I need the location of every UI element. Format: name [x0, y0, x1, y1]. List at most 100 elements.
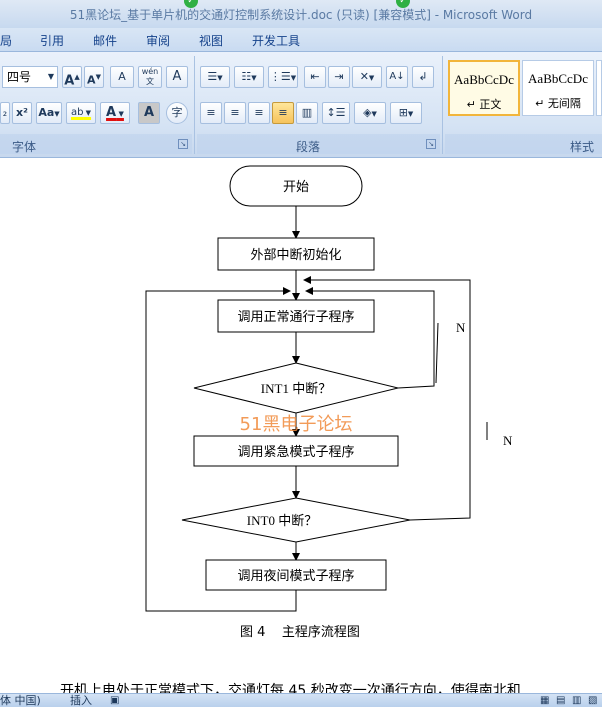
- window-title: 51黑论坛_基于单片机的交通灯控制系统设计.doc (只读) [兼容模式] - …: [69, 8, 533, 22]
- style-no-spacing-sample: AaBbCcDc: [528, 71, 588, 86]
- superscript-button[interactable]: x²: [12, 102, 32, 124]
- main-loop-back: [145, 287, 297, 612]
- night-mode-label: 调用夜间模式子程序: [237, 569, 354, 584]
- highlight-button[interactable]: ab ▼: [66, 102, 96, 124]
- view-full-screen-icon[interactable]: ▤: [556, 695, 566, 706]
- status-language[interactable]: 体 中国): [0, 694, 41, 707]
- paragraph-group-label: 段落: [296, 140, 321, 154]
- document-page[interactable]: 开始 外部中断初始化 调用正常通行子程序 INT1 中断？ N 51黑电子论坛 …: [0, 158, 602, 693]
- style-normal-sample: AaBbCcDc: [454, 72, 514, 87]
- font-dialog-launcher-icon[interactable]: ↘: [178, 139, 188, 149]
- decrease-indent-button[interactable]: ⇤: [304, 66, 326, 88]
- init-box: [217, 237, 375, 271]
- styles-group-label: 样式: [570, 140, 595, 154]
- style-no-spacing[interactable]: AaBbCcDc ↵ 无间隔: [522, 60, 594, 116]
- char-border-button[interactable]: A: [166, 66, 188, 88]
- quick-access-check-icon[interactable]: ✓: [184, 0, 198, 8]
- style-next[interactable]: [596, 60, 602, 116]
- bullets-button[interactable]: ☰▼: [200, 66, 230, 88]
- align-center-button[interactable]: ≡: [224, 102, 246, 124]
- shrink-font-button[interactable]: A▼: [84, 66, 104, 88]
- style-normal-name: ↵ 正文: [466, 98, 502, 111]
- body-paragraph[interactable]: 开机上电处于正常模式下，交通灯每 45 秒改变一次通行方向，使得南北和: [60, 683, 521, 693]
- chevron-down-icon: ▼: [47, 72, 54, 81]
- clear-format-label: A: [118, 70, 126, 83]
- clear-format-button[interactable]: A: [110, 66, 134, 88]
- paragraph-dialog-launcher-icon[interactable]: ↘: [426, 139, 436, 149]
- normal-mode-box: [217, 299, 375, 333]
- watermark-text: 51黑电子论坛: [240, 414, 353, 435]
- tab-view[interactable]: 视图: [199, 34, 224, 48]
- flowchart: 开始 外部中断初始化 调用正常通行子程序 INT1 中断？ N 51黑电子论坛 …: [145, 165, 513, 640]
- shrink-font-label: A: [87, 73, 96, 87]
- show-marks-button[interactable]: ↲: [412, 66, 434, 88]
- style-normal[interactable]: AaBbCcDc ↵ 正文: [448, 60, 520, 116]
- group-separator: [194, 56, 195, 154]
- int1-no-label: N: [456, 320, 466, 335]
- status-insert-mode[interactable]: 插入: [70, 694, 92, 707]
- change-case-button[interactable]: Aa▼: [36, 102, 62, 124]
- view-web-layout-icon[interactable]: ▥: [572, 695, 582, 706]
- start-label: 开始: [283, 180, 309, 195]
- font-size-combo[interactable]: 四号 ▼: [2, 66, 58, 88]
- font-size-value: 四号: [7, 70, 32, 84]
- tab-mailings[interactable]: 邮件: [93, 34, 118, 48]
- font-group-footer: [0, 134, 192, 154]
- styles-group-footer: [445, 134, 602, 154]
- quick-access-check-icon-2[interactable]: ✓: [396, 0, 410, 8]
- line-spacing-button[interactable]: ↕☰: [322, 102, 350, 124]
- justify-button[interactable]: ≡: [272, 102, 294, 124]
- char-shading-button[interactable]: A: [138, 102, 160, 124]
- shading-button[interactable]: ◈▼: [354, 102, 386, 124]
- tab-developer[interactable]: 开发工具: [252, 34, 301, 48]
- int1-no-loop: [305, 287, 435, 389]
- int0-no-label: N: [503, 433, 513, 448]
- normal-mode-label: 调用正常通行子程序: [237, 310, 354, 325]
- tab-layout[interactable]: 局: [0, 34, 13, 48]
- tab-review[interactable]: 审阅: [146, 34, 171, 48]
- title-bar: ✓ ✓ 51黑论坛_基于单片机的交通灯控制系统设计.doc (只读) [兼容模式…: [0, 0, 602, 28]
- numbering-button[interactable]: ☷▼: [234, 66, 264, 88]
- borders-button[interactable]: ⊞▼: [390, 102, 422, 124]
- emergency-mode-label: 调用紧急模式子程序: [237, 445, 354, 460]
- int1-label: INT1 中断？: [261, 381, 331, 396]
- grow-font-label: A: [64, 73, 75, 88]
- grow-font-button[interactable]: A▲: [62, 66, 82, 88]
- int0-label: INT0 中断？: [247, 513, 317, 528]
- font-color-label: A: [106, 105, 117, 120]
- tab-references[interactable]: 引用: [40, 34, 65, 48]
- change-case-label: Aa: [38, 106, 55, 119]
- increase-indent-button[interactable]: ⇥: [328, 66, 350, 88]
- font-color-button[interactable]: A ▼: [100, 102, 130, 124]
- enclose-char-label: 字: [171, 106, 183, 119]
- init-label: 外部中断初始化: [250, 248, 341, 263]
- align-right-button[interactable]: ≡: [248, 102, 270, 124]
- align-left-button[interactable]: ≡: [200, 102, 222, 124]
- int0-no-loop: [303, 276, 471, 521]
- distributed-button[interactable]: ▥: [296, 102, 318, 124]
- macro-record-icon[interactable]: ▣: [110, 695, 120, 706]
- group-separator: [442, 56, 443, 154]
- view-print-layout-icon[interactable]: ▦: [540, 695, 550, 706]
- figure-caption: 图 4 主程序流程图: [240, 625, 360, 640]
- status-bar: 体 中国) 插入 ▣ ▦ ▤ ▥ ▧: [0, 693, 602, 707]
- style-no-spacing-name: ↵ 无间隔: [535, 97, 581, 110]
- multilevel-list-button[interactable]: ⋮☰▼: [268, 66, 298, 88]
- chinese-layout-button[interactable]: ✕▼: [352, 66, 382, 88]
- view-outline-icon[interactable]: ▧: [588, 695, 598, 706]
- paragraph-group-footer: [197, 134, 440, 154]
- subscript-button[interactable]: ₂: [0, 102, 10, 124]
- ribbon-tabs: 局 引用 邮件 审阅 视图 开发工具: [0, 28, 602, 52]
- highlight-label: ab: [70, 107, 84, 118]
- subscript-label: ₂: [2, 106, 8, 119]
- phonetic-guide-label: wén: [141, 67, 159, 76]
- sort-button[interactable]: A↓: [386, 66, 408, 88]
- enclose-char-button[interactable]: 字: [166, 102, 188, 124]
- int1-no-mark: [435, 322, 439, 384]
- emergency-mode-box: [193, 435, 399, 467]
- char-shading-label: A: [143, 105, 155, 120]
- superscript-label: x²: [16, 106, 28, 119]
- char-border-label: A: [172, 69, 182, 84]
